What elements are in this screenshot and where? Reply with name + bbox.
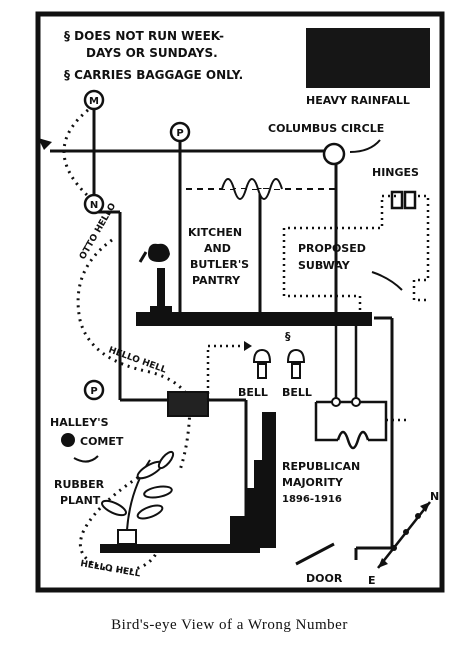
hinge-right-icon (403, 190, 417, 210)
station-p-top-label: P (176, 128, 183, 139)
hello-dotted-loop-2 (78, 468, 162, 573)
majority-staircase (230, 412, 276, 548)
figure-caption: Bird's-eye View of a Wrong Number (111, 617, 348, 633)
bell-right-icon (286, 348, 306, 379)
door-label: DOOR (306, 572, 343, 585)
coil-circuit (314, 326, 388, 450)
dotted-arc (62, 108, 90, 198)
station-p-left-circle (83, 379, 105, 401)
telephone-icon (138, 243, 172, 312)
heavy-rainfall-label: HEAVY RAINFALL (306, 94, 410, 107)
station-n-label: N (90, 200, 98, 211)
rubber-label-2: PLANT (60, 494, 101, 507)
columbus-arrow-icon (349, 139, 381, 153)
coil-node-right (351, 397, 361, 407)
compass-icon (377, 501, 431, 569)
kitchen-label-4: PANTRY (192, 274, 241, 287)
door-line (295, 542, 335, 566)
kitchen-label-2: AND (204, 242, 231, 255)
station-m-circle (83, 89, 105, 111)
coil-node-left (331, 397, 341, 407)
bell-left-icon (252, 348, 272, 379)
note-line-1a: § DOES NOT RUN WEEK- (64, 29, 224, 43)
kitchen-label-1: KITCHEN (188, 226, 242, 239)
republican-label-3: 1896-1916 (282, 494, 342, 505)
comet-arrow-icon (73, 455, 99, 463)
subway-label-1: PROPOSED (298, 242, 366, 255)
station-n-circle (83, 193, 105, 215)
outer-frame (35, 11, 445, 593)
hinge-left-icon (390, 190, 404, 210)
arc-arrow-icon (38, 138, 52, 150)
halley-label-1: HALLEY'S (50, 416, 109, 429)
rubber-plant-icon (101, 450, 175, 545)
station-p-top-circle (169, 121, 191, 143)
black-table-bar (136, 312, 372, 326)
columbus-circle-icon (322, 142, 346, 166)
republican-label-2: MAJORITY (282, 476, 344, 489)
wave-coil (221, 178, 283, 200)
columbus-circle-label: COLUMBUS CIRCLE (268, 122, 384, 135)
hinges-label: HINGES (372, 166, 419, 179)
subway-dotted-path (282, 194, 430, 310)
republican-label-1: REPUBLICAN (282, 460, 360, 473)
comet-icon (61, 433, 75, 447)
hatched-box (167, 391, 209, 417)
kitchen-label-3: BUTLER'S (190, 258, 249, 271)
halley-label-2: COMET (80, 435, 124, 448)
station-m-label: M (89, 96, 99, 107)
note-line-2: § CARRIES BAGGAGE ONLY. (64, 68, 243, 82)
subway-arrow-icon (371, 271, 403, 291)
hello-label-3: HELLO HELL (79, 559, 141, 579)
section-mark: § (285, 330, 291, 343)
compass-n-label: N (430, 490, 439, 503)
compass-e-label: E (368, 574, 376, 587)
track-lines (50, 108, 394, 560)
bottom-bar (100, 544, 260, 553)
bell-arrow-icon (244, 341, 252, 351)
rubber-label-1: RUBBER (54, 478, 105, 491)
note-line-1b: DAYS OR SUNDAYS. (86, 46, 218, 60)
bell-dotted-path (206, 344, 244, 400)
bell-left-label: BELL (238, 386, 268, 399)
subway-label-2: SUBWAY (298, 259, 351, 272)
station-p-left-label: P (90, 386, 97, 397)
bell-right-label: BELL (282, 386, 312, 399)
heavy-rainfall-swatch (306, 28, 430, 88)
